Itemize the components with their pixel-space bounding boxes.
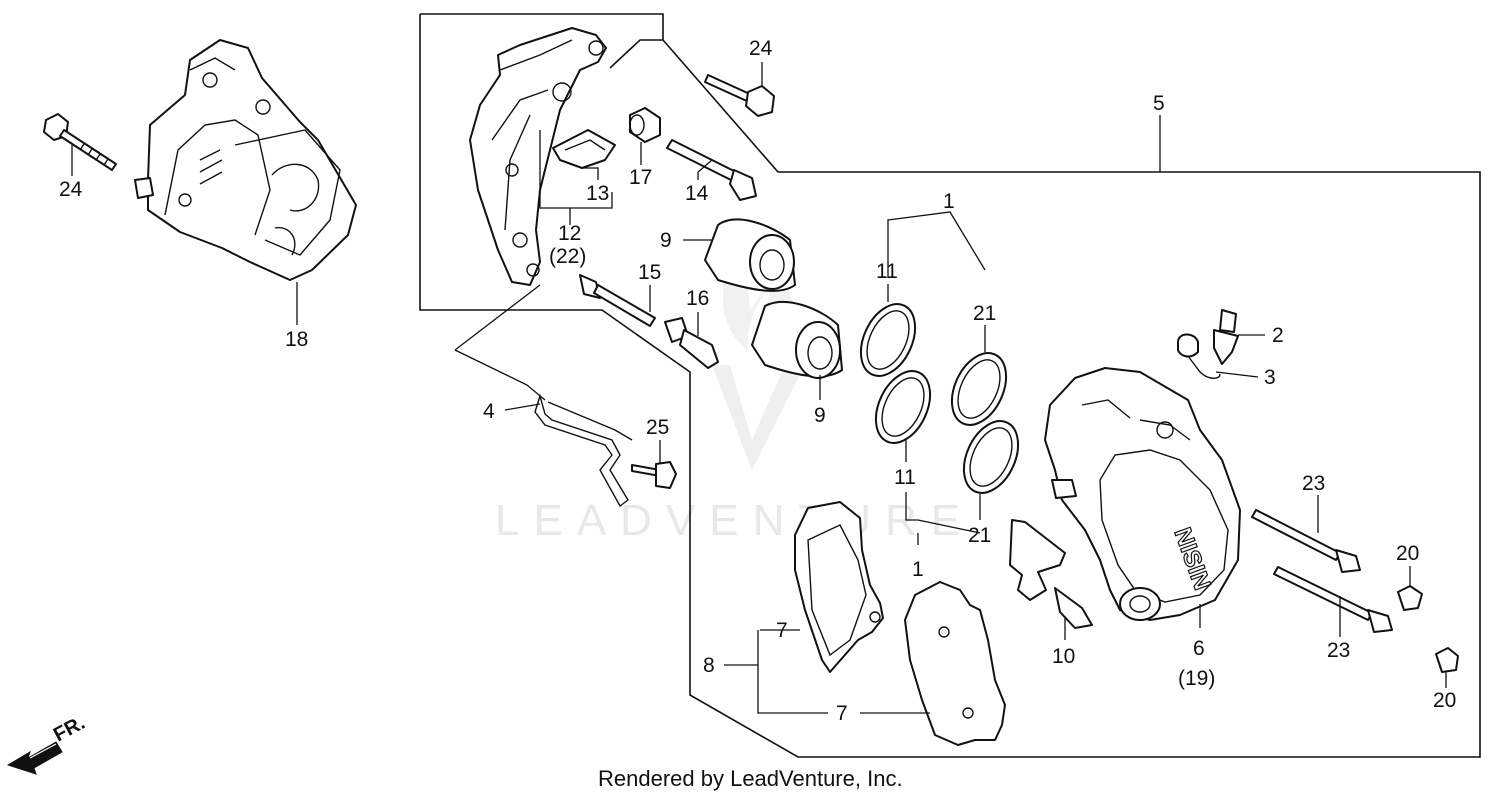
front-arrow-label: FR. <box>50 712 89 747</box>
footer-credit: Rendered by LeadVenture, Inc. <box>598 766 903 791</box>
part-11-seal-lower <box>874 370 932 444</box>
callout-6: 6 <box>1193 637 1205 660</box>
part-21-seal-lower <box>962 420 1020 494</box>
part-25-bolt <box>631 461 677 489</box>
part-16-pin <box>664 317 719 369</box>
callout-3: 3 <box>1264 366 1276 389</box>
part-18-caliper-assembly <box>134 39 357 281</box>
callout-23-lower: 23 <box>1327 639 1350 662</box>
part-2-bleeder-screw <box>1213 309 1239 365</box>
part-4-pad-spring <box>534 393 633 508</box>
callout-24-left: 24 <box>59 178 83 201</box>
part-21-seal-upper <box>950 352 1008 426</box>
callout-24-top: 24 <box>749 37 773 60</box>
callout-5: 5 <box>1153 92 1165 115</box>
part-9-piston-upper <box>704 218 796 292</box>
callout-12: 12 <box>558 222 581 245</box>
part-23-pin-lower <box>1273 566 1393 633</box>
assembly-frames <box>419 13 1481 758</box>
part-3-bleeder-cap <box>1177 333 1221 379</box>
callout-1-lower: 1 <box>912 558 924 581</box>
callout-18: 18 <box>285 328 308 351</box>
callout-21-lower: 21 <box>968 524 991 547</box>
part-13-pad-spring <box>552 129 616 169</box>
callout-11-upper: 11 <box>876 260 898 283</box>
part-9-piston-lower <box>751 301 843 379</box>
part-11-seal-upper <box>859 303 917 377</box>
callout-13: 13 <box>586 182 609 205</box>
bracket-leader <box>609 39 663 69</box>
part-6-caliper-body: NISIN <box>1044 367 1241 621</box>
callout-25: 25 <box>646 416 669 439</box>
part-15-pin <box>579 274 656 327</box>
callout-2: 2 <box>1272 324 1284 347</box>
callout-1-upper: 1 <box>943 190 955 213</box>
watermark-text: LEADVENTURE <box>495 496 974 545</box>
part-7-pad-upper <box>794 501 884 673</box>
callout-21-upper: 21 <box>973 302 996 325</box>
callout-9-lower: 9 <box>814 404 826 427</box>
leader-lines <box>71 62 1447 714</box>
part-7-pad-lower <box>904 581 1006 746</box>
part-14-pin-bolt <box>666 139 757 201</box>
callout-labels: 24 18 24 12 (22) 13 17 14 9 15 16 9 5 1 … <box>59 37 1456 725</box>
callout-17: 17 <box>629 166 652 189</box>
callout-4: 4 <box>483 400 495 423</box>
callout-8: 8 <box>703 654 715 677</box>
part-24-bolt-top <box>704 74 775 117</box>
callout-19: (19) <box>1178 667 1215 690</box>
callout-11-lower: 11 <box>894 466 916 489</box>
part-20-plug-upper <box>1397 585 1423 611</box>
part-24-bolt-left <box>43 113 117 171</box>
callout-15: 15 <box>638 261 661 284</box>
callout-20-lower: 20 <box>1433 689 1456 712</box>
callout-7-upper: 7 <box>776 619 788 642</box>
callout-7-lower: 7 <box>836 702 848 725</box>
front-direction-arrow: FR. <box>6 712 89 775</box>
callout-22: (22) <box>549 245 586 268</box>
callout-14: 14 <box>685 182 709 205</box>
part-17-boot <box>629 107 661 143</box>
part-23-pin-upper <box>1251 509 1361 573</box>
part-20-plug-lower <box>1435 647 1459 673</box>
part-10-shim <box>1009 519 1093 629</box>
callout-23-upper: 23 <box>1302 472 1325 495</box>
callout-9-upper: 9 <box>660 229 672 252</box>
callout-16: 16 <box>686 287 709 310</box>
caliper-assembly-frame <box>419 13 1481 758</box>
callout-10: 10 <box>1052 645 1075 668</box>
callout-20-upper: 20 <box>1396 542 1419 565</box>
